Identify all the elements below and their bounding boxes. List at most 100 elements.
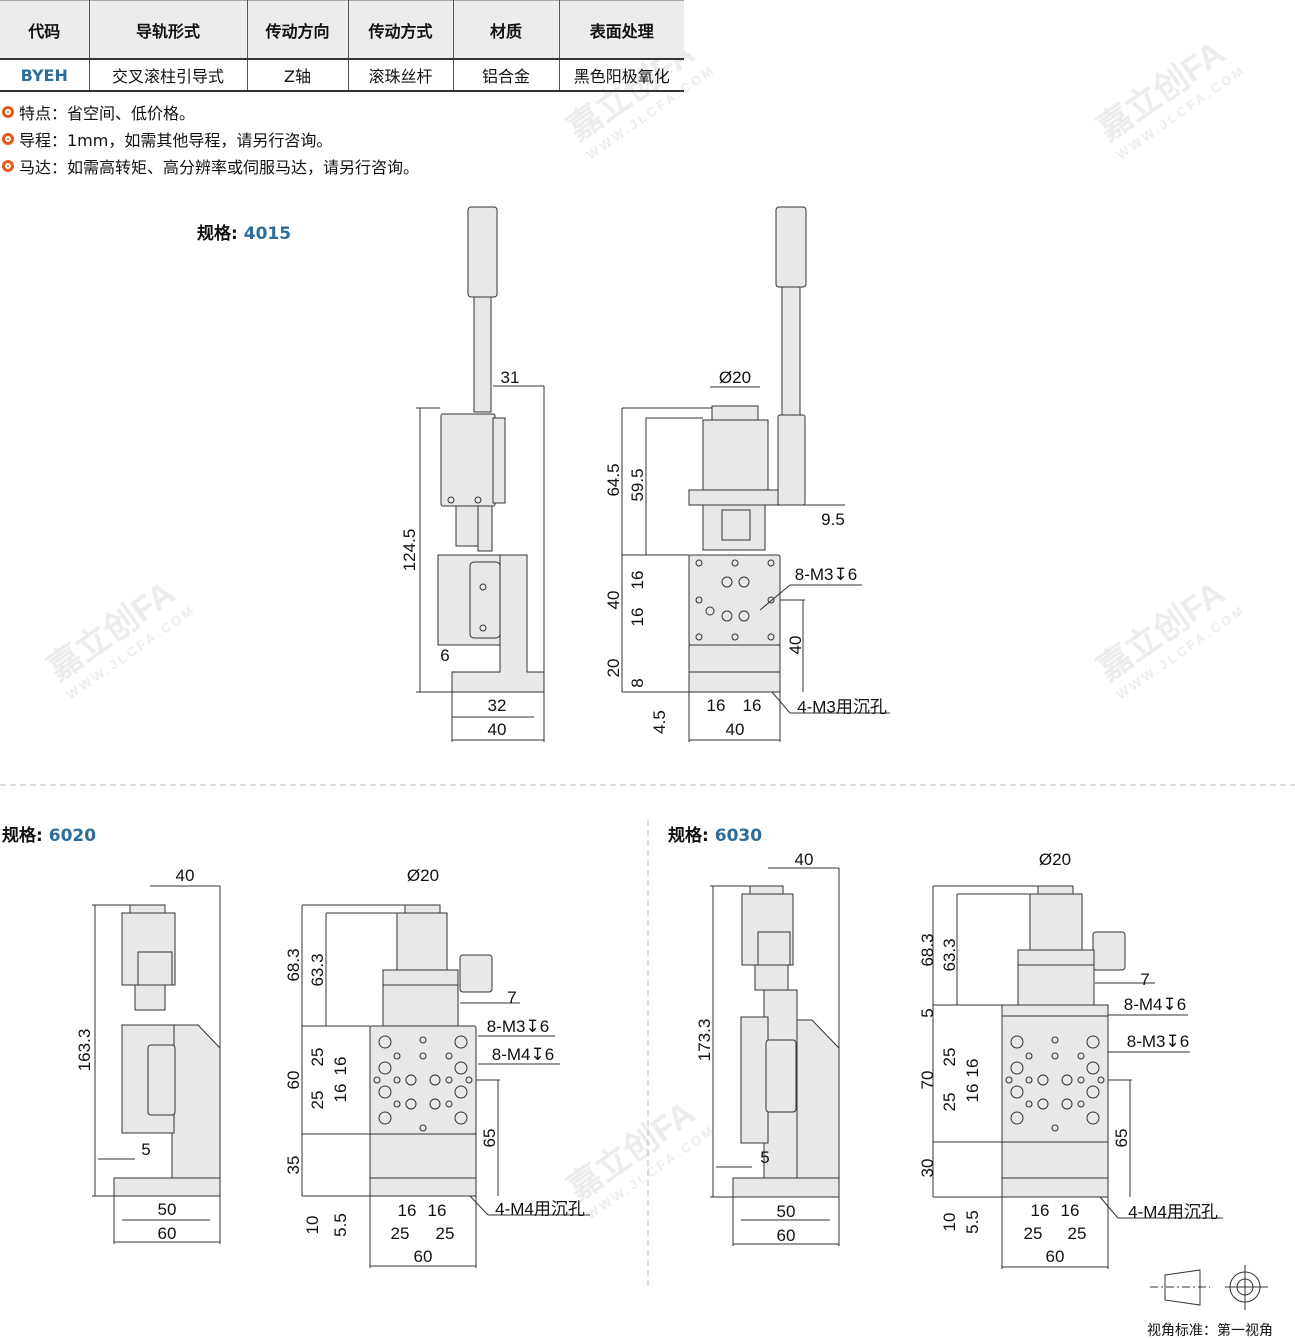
- mounting-hole: [419, 1124, 427, 1132]
- dim-label: 124.5: [400, 528, 419, 572]
- drawing-4015-front: [621, 206, 890, 742]
- dim-label: 8: [628, 678, 647, 688]
- mounting-hole: [1077, 1076, 1085, 1084]
- spec-label: 规格:: [668, 826, 709, 846]
- dim-label: 16: [397, 1201, 417, 1220]
- mounting-hole: [429, 1098, 441, 1110]
- dim-label: 40: [487, 720, 507, 739]
- mounting-hole: [1005, 1076, 1013, 1084]
- dim-label: 16: [742, 696, 762, 715]
- mounting-hole: [1025, 1076, 1033, 1084]
- dim-label: 5.5: [331, 1213, 350, 1237]
- note-features: 特点：省空间、低价格。: [2, 100, 195, 124]
- dim-label: 25: [308, 1047, 327, 1067]
- dim-label: 16: [628, 607, 647, 627]
- mounting-hole: [1010, 1061, 1024, 1075]
- dim-label: 65: [1112, 1128, 1131, 1148]
- dim-label: 59.5: [628, 468, 647, 502]
- projection-standard-label: 视角标准：第一视角: [1147, 1323, 1273, 1339]
- dim-label: 16: [1060, 1201, 1080, 1220]
- dim-label: 32: [487, 696, 507, 715]
- mounting-hole: [1025, 1052, 1033, 1060]
- dim-label: 10: [303, 1215, 322, 1235]
- dim-label: 5: [141, 1140, 151, 1159]
- mounting-hole: [378, 1061, 392, 1075]
- note-text: 特点：省空间、低价格。: [19, 104, 196, 123]
- header-material: 材质: [453, 0, 560, 60]
- dim-label: 25: [1023, 1224, 1043, 1243]
- dim-label: 25: [308, 1090, 327, 1110]
- dim-label: 25: [435, 1224, 455, 1243]
- dim-label: 4.5: [650, 710, 669, 734]
- dim-label: 163.3: [75, 1028, 94, 1072]
- dim-label: 63.3: [308, 953, 327, 987]
- dim-label: 70: [918, 1070, 937, 1090]
- mounting-hole: [1010, 1111, 1024, 1125]
- spec-value: 6030: [714, 826, 763, 846]
- dim-label: 16: [331, 1083, 350, 1103]
- dim-label: 16: [1030, 1201, 1050, 1220]
- mounting-hole: [1061, 1074, 1073, 1086]
- header-direction: 传动方向: [247, 0, 349, 60]
- spec-title-6020: 规格: 6020: [2, 821, 96, 846]
- cell-surface: 黑色阳极氧化: [559, 59, 684, 92]
- table-row: BYEH 交叉滚柱引导式 Z轴 滚珠丝杆 铝合金 黑色阳极氧化: [0, 59, 684, 92]
- dim-label: 16: [963, 1083, 982, 1103]
- cell-direction: Z轴: [247, 59, 349, 92]
- mounting-hole: [1051, 1124, 1059, 1132]
- mounting-hole: [405, 1098, 417, 1110]
- hole-callout: 4-M3用沉孔: [797, 697, 887, 717]
- dim-label: 25: [1067, 1224, 1087, 1243]
- dim-label: 35: [284, 1155, 303, 1175]
- header-guide: 导轨形式: [89, 0, 248, 60]
- mounting-hole: [454, 1085, 468, 1099]
- dim-label: 10: [940, 1212, 959, 1232]
- dim-label: 30: [918, 1158, 937, 1178]
- mounting-hole: [1037, 1074, 1049, 1086]
- note-text: 导程：1mm，如需其他导程，请另行咨询。: [19, 131, 333, 150]
- dim-label: 40: [725, 720, 745, 739]
- dim-label: 25: [940, 1092, 959, 1112]
- mounting-hole: [378, 1085, 392, 1099]
- dim-label: 31: [500, 368, 520, 387]
- dim-label: 25: [390, 1224, 410, 1243]
- mounting-hole: [454, 1111, 468, 1125]
- mounting-hole: [1086, 1061, 1100, 1075]
- first-angle-projection-icon: [1150, 1265, 1268, 1310]
- dim-label: 60: [413, 1247, 433, 1266]
- dim-label: 5.5: [963, 1210, 982, 1234]
- drawing-6030-side: [710, 867, 840, 1246]
- dim-label: 65: [480, 1128, 499, 1148]
- mounting-hole: [445, 1052, 453, 1060]
- mounting-hole: [1051, 1052, 1059, 1060]
- spec-title-6030: 规格: 6030: [668, 821, 762, 846]
- drawing-4015-side: [416, 206, 545, 742]
- mounting-hole: [1025, 1100, 1033, 1108]
- hole-callout: 4-M4用沉孔: [1128, 1202, 1218, 1222]
- note-motor: 马达：如需高转矩、高分辨率或伺服马达，请另行咨询。: [2, 154, 419, 178]
- mounting-hole: [1077, 1100, 1085, 1108]
- mounting-hole: [1077, 1052, 1085, 1060]
- dim-label: 6: [440, 646, 450, 665]
- header-surface: 表面处理: [559, 0, 684, 60]
- dim-label: 20: [604, 658, 623, 678]
- mounting-hole: [1086, 1111, 1100, 1125]
- mounting-hole: [1051, 1036, 1059, 1044]
- dim-label: 60: [776, 1226, 796, 1245]
- dim-label: 68.3: [284, 948, 303, 982]
- mounting-hole: [393, 1052, 401, 1060]
- dim-label: 16: [706, 696, 726, 715]
- dim-label: Ø20: [406, 866, 440, 885]
- dim-label: 7: [507, 988, 517, 1007]
- dim-label: 50: [776, 1202, 796, 1221]
- dim-label: 60: [157, 1224, 177, 1243]
- dim-label: 50: [157, 1200, 177, 1219]
- dim-label: 7: [1140, 970, 1150, 989]
- dim-label: 60: [1045, 1247, 1065, 1266]
- mounting-holes: [373, 1035, 1105, 1132]
- mounting-hole: [405, 1074, 417, 1086]
- mounting-hole: [1086, 1035, 1100, 1049]
- dim-label: 16: [628, 570, 647, 590]
- dim-label: 40: [786, 635, 805, 655]
